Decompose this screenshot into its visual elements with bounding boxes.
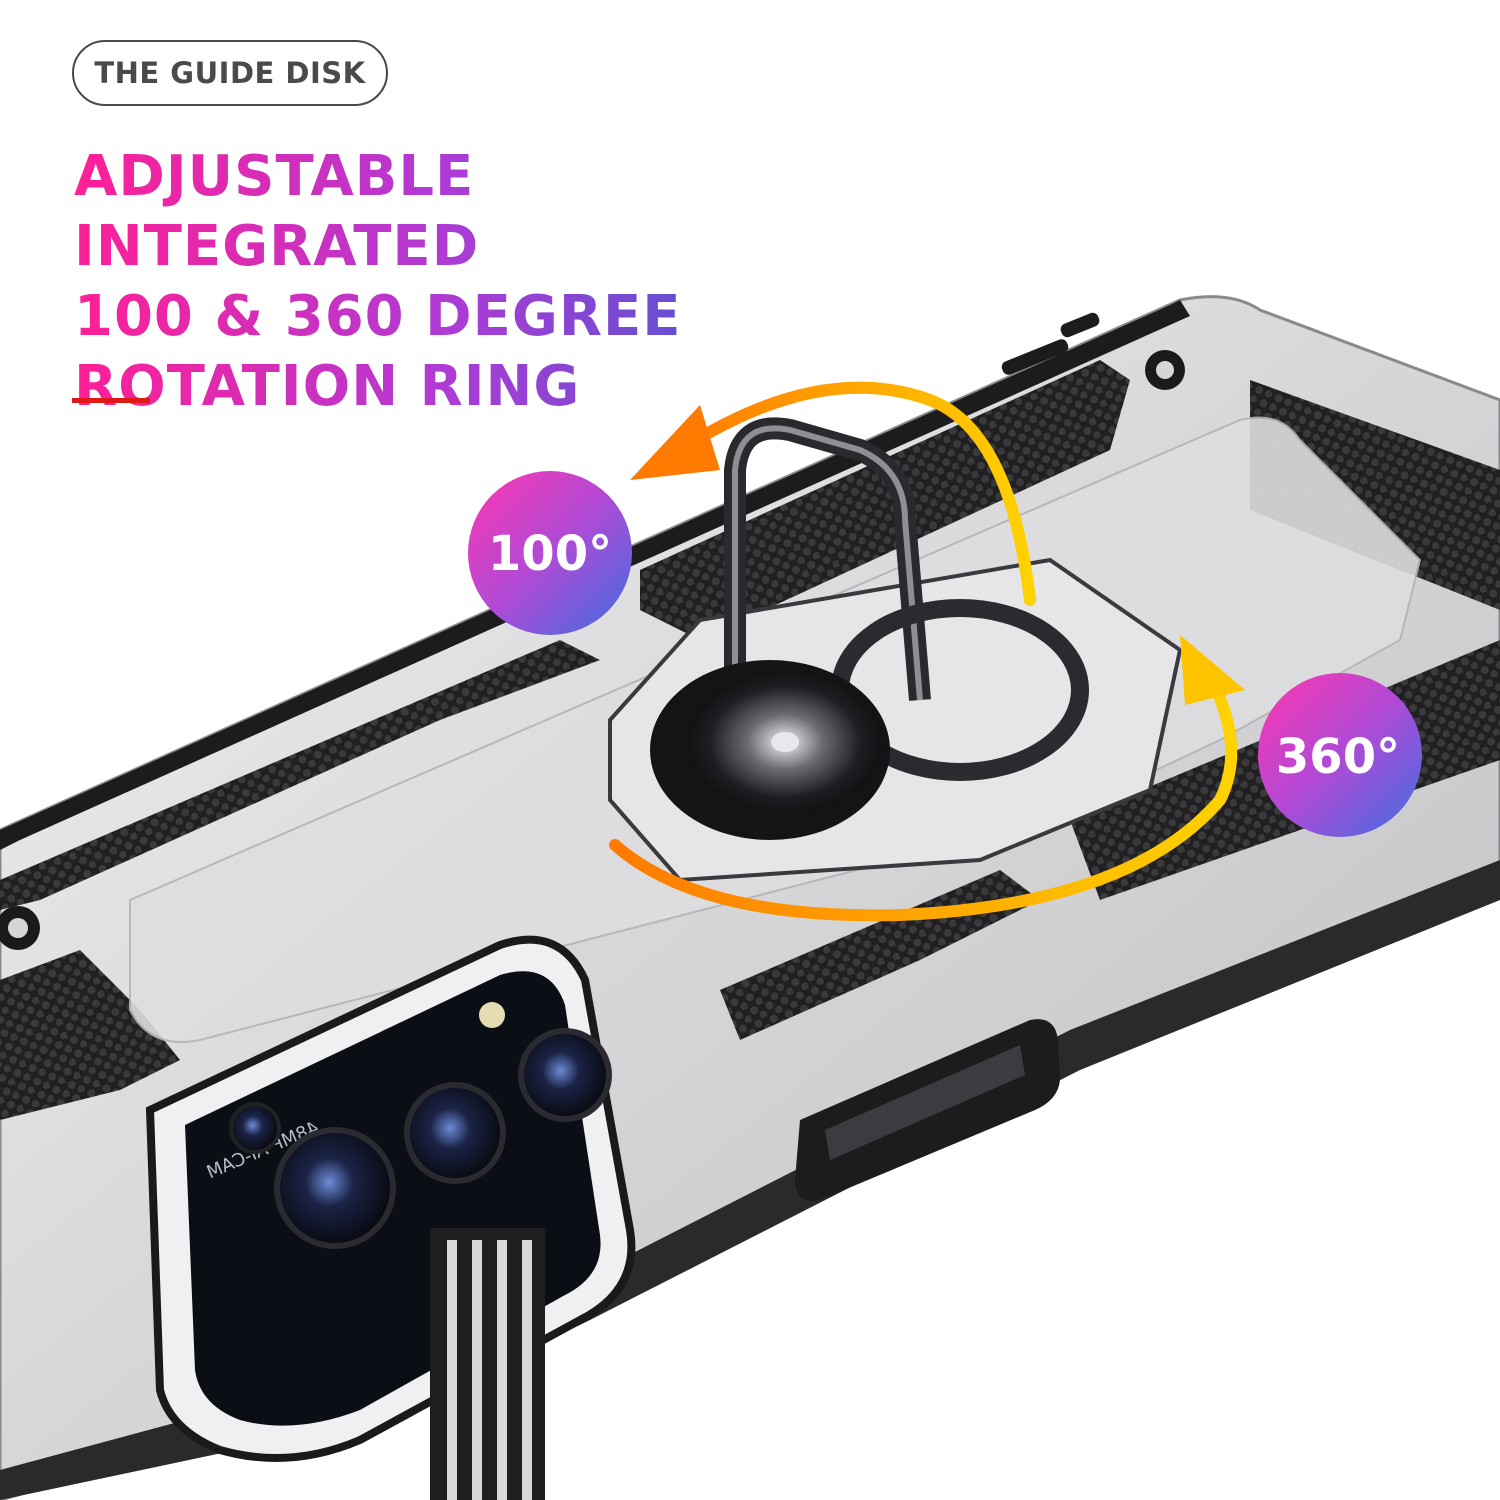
side-buttons (430, 1019, 1060, 1500)
spin-arrow (609, 635, 1245, 922)
tilt-angle-bubble: 100° (468, 471, 632, 635)
headline-line-3: ROTATION RING (74, 352, 580, 422)
tilt-arrow (630, 381, 1036, 606)
corner-screws (0, 350, 1185, 950)
ring-holder (608, 417, 1183, 883)
headline-line-1: ADJUSTABLE INTEGRATED (74, 142, 894, 282)
lens-3 (404, 1082, 506, 1184)
spin-angle-bubble: 360° (1258, 673, 1422, 837)
headline-line-2: 100 & 360 DEGREE (74, 282, 681, 352)
lens-1 (229, 1102, 281, 1154)
lens-2 (518, 1028, 612, 1122)
guide-disk-badge: THE GUIDE DISK (72, 40, 388, 106)
top-edge-buttons (1001, 312, 1100, 375)
red-accent-rule (72, 398, 150, 403)
guide-disk-badge-label: THE GUIDE DISK (94, 56, 366, 90)
headline: ADJUSTABLE INTEGRATED 100 & 360 DEGREE R… (74, 142, 894, 422)
spin-angle-label: 360° (1276, 729, 1400, 785)
lens-4 (274, 1127, 396, 1249)
flash (479, 1002, 505, 1028)
tilt-angle-label: 100° (488, 526, 612, 582)
